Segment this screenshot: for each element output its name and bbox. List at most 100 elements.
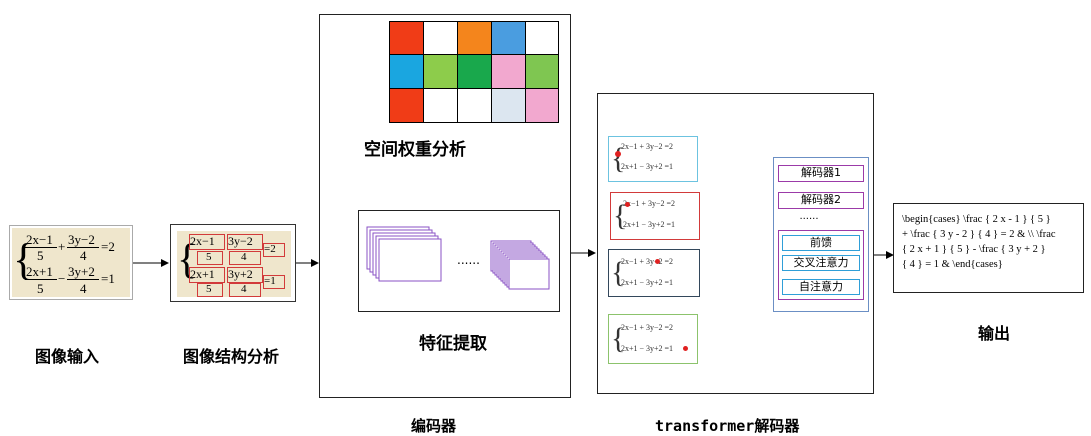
encoder-label: 编码器: [411, 417, 457, 435]
eq1-frac-bar-a: [25, 247, 57, 248]
step4-eq: 2x−1 + 3y−2 =2: [621, 323, 674, 332]
eq1-num-a: 2x−1: [26, 232, 53, 247]
decoder-layer-ellipsis: ......: [794, 210, 824, 224]
heatmap-cell: [389, 21, 424, 55]
heatmap-cell: [491, 54, 526, 89]
eq2-num-a: 2x+1: [26, 264, 53, 279]
heatmap-cell: [457, 21, 492, 55]
heatmap-cell: [423, 54, 458, 89]
step2-eq: 2x−1 + 3y−2 =2: [623, 199, 676, 208]
attention-marker-icon: [683, 346, 688, 351]
step3-eq2: 2x+1 − 3y+2 =1: [621, 278, 674, 287]
s-eq1-num-a: 2x−1: [190, 234, 215, 248]
decoder-label: transformer解码器: [655, 415, 799, 436]
eq2-den-a: 5: [37, 281, 44, 296]
region-box: [227, 234, 263, 250]
feature-ellipsis: ......: [457, 253, 480, 267]
attention-marker-icon: [655, 259, 660, 264]
heatmap-cell: [457, 54, 492, 89]
attention-marker-icon: [625, 202, 630, 207]
eq2-rhs: =1: [101, 271, 115, 286]
structure-analysis-label: 图像结构分析: [183, 347, 280, 366]
decode-step-4: { 2x−1 + 3y−2 =2 2x+1 − 3y+2 =1: [608, 314, 698, 364]
output-label: 输出: [978, 324, 1011, 343]
s-eq1-den-a: 5: [206, 251, 212, 263]
s-eq1-den-b: 4: [241, 251, 247, 263]
heatmap-cell: [423, 88, 458, 123]
heatmap-cell: [491, 88, 526, 123]
step1-eq: 2x−1 + 3y−2 =2: [621, 142, 674, 151]
equation-image: { 2x−1 5 + 3y−2 4 =2 2x+1 5 − 3y+2 4 =1: [12, 228, 130, 297]
s-eq2-den-a: 5: [206, 283, 212, 295]
heatmap-cell: [525, 88, 559, 123]
heatmap-cell: [525, 54, 559, 89]
eq2-den-b: 4: [80, 281, 87, 296]
s-eq2-num-a: 2x+1: [190, 267, 215, 281]
brace-icon: {: [613, 199, 628, 232]
image-input-box: { 2x−1 5 + 3y−2 4 =2 2x+1 5 − 3y+2 4 =1: [9, 225, 133, 300]
attention-marker-icon: [615, 151, 621, 157]
s-eq2-num-b: 3y+2: [228, 267, 253, 281]
region-box: [263, 243, 285, 257]
heatmap-cell: [389, 88, 424, 123]
heatmap-cell: [457, 88, 492, 123]
decoder-layer-detail: 前馈 交叉注意力 自注意力: [778, 230, 864, 300]
region-box: [189, 267, 225, 283]
brace-icon: {: [177, 237, 198, 283]
output-box: \begin{cases} \frac { 2 x - 1 } { 5 } + …: [893, 203, 1084, 293]
decoder-label-latin: transformer: [655, 417, 755, 435]
region-box: [229, 251, 261, 265]
self-attention-block: 自注意力: [782, 279, 860, 295]
decoder-label-cn: 解码器: [754, 417, 800, 435]
step1-eq2: 2x+1 − 3y+2 =1: [621, 162, 674, 171]
region-box: [189, 234, 225, 250]
feed-forward-block: 前馈: [782, 235, 860, 251]
brace-icon: {: [611, 256, 626, 289]
heatmap-cell: [491, 21, 526, 55]
cross-attention-block: 交叉注意力: [782, 255, 860, 271]
eq1-rhs: =2: [101, 239, 115, 254]
feature-map-stack-small: [490, 240, 550, 290]
feature-extraction-label: 特征提取: [419, 334, 487, 354]
image-input-label: 图像输入: [35, 347, 100, 366]
heatmap-cell: [389, 54, 424, 89]
eq2-frac-bar-a: [25, 279, 57, 280]
s-eq2-rhs: =1: [264, 275, 276, 287]
spatial-weight-heatmap: [389, 21, 559, 123]
region-box: [197, 251, 223, 265]
eq2-frac-bar-b: [67, 279, 99, 280]
region-box: [229, 283, 261, 297]
decode-step-1: { 2x−1 + 3y−2 =2 2x+1 − 3y+2 =1: [608, 136, 698, 182]
step4-eq2: 2x+1 − 3y+2 =1: [621, 344, 674, 353]
structure-analysis-box: { 2x−1 3y−2 5 4 =2 2x+1 3y+2 5 4 =1: [170, 224, 296, 302]
region-box: [227, 267, 263, 283]
decoder-box: { 2x−1 + 3y−2 =2 2x+1 − 3y+2 =1 { 2x−1 +…: [597, 93, 874, 394]
region-box: [197, 283, 223, 297]
eq1-den-a: 5: [37, 248, 44, 263]
step2-eq2: 2x+1 − 3y+2 =1: [623, 220, 676, 229]
eq1-num-b: 3y−2: [68, 232, 95, 247]
brace-icon: {: [611, 322, 626, 355]
heatmap-cell: [423, 21, 458, 55]
region-box: [263, 275, 285, 289]
s-eq2-den-b: 4: [241, 283, 247, 295]
eq1-plus: +: [58, 239, 66, 254]
spatial-weight-label: 空间权重分析: [364, 140, 466, 160]
feature-extraction-box: ......: [358, 210, 560, 312]
eq1-den-b: 4: [80, 248, 87, 263]
decode-step-3: { 2x−1 + 3y−2 =2 2x+1 − 3y+2 =1: [608, 249, 700, 297]
encoder-box: 空间权重分析 ......: [319, 14, 571, 398]
decode-step-2: { 2x−1 + 3y−2 =2 2x+1 − 3y+2 =1: [610, 192, 700, 240]
feature-map-stack-large: [366, 226, 442, 282]
eq2-minus: −: [58, 271, 66, 286]
decoder-layer-2: 解码器2: [778, 192, 864, 209]
s-eq1-rhs: =2: [264, 243, 276, 255]
output-latex-text: \begin{cases} \frac { 2 x - 1 } { 5 } + …: [902, 214, 1056, 270]
heatmap-cell: [525, 21, 559, 55]
s-eq1-num-b: 3y−2: [228, 234, 253, 248]
step3-eq: 2x−1 + 3y−2 =2: [621, 257, 674, 266]
eq2-num-b: 3y+2: [68, 264, 95, 279]
feature-maps: [366, 226, 550, 290]
brace-icon: {: [611, 142, 626, 175]
decoder-stack: 解码器1 解码器2 ...... 前馈 交叉注意力 自注意力: [773, 157, 869, 312]
